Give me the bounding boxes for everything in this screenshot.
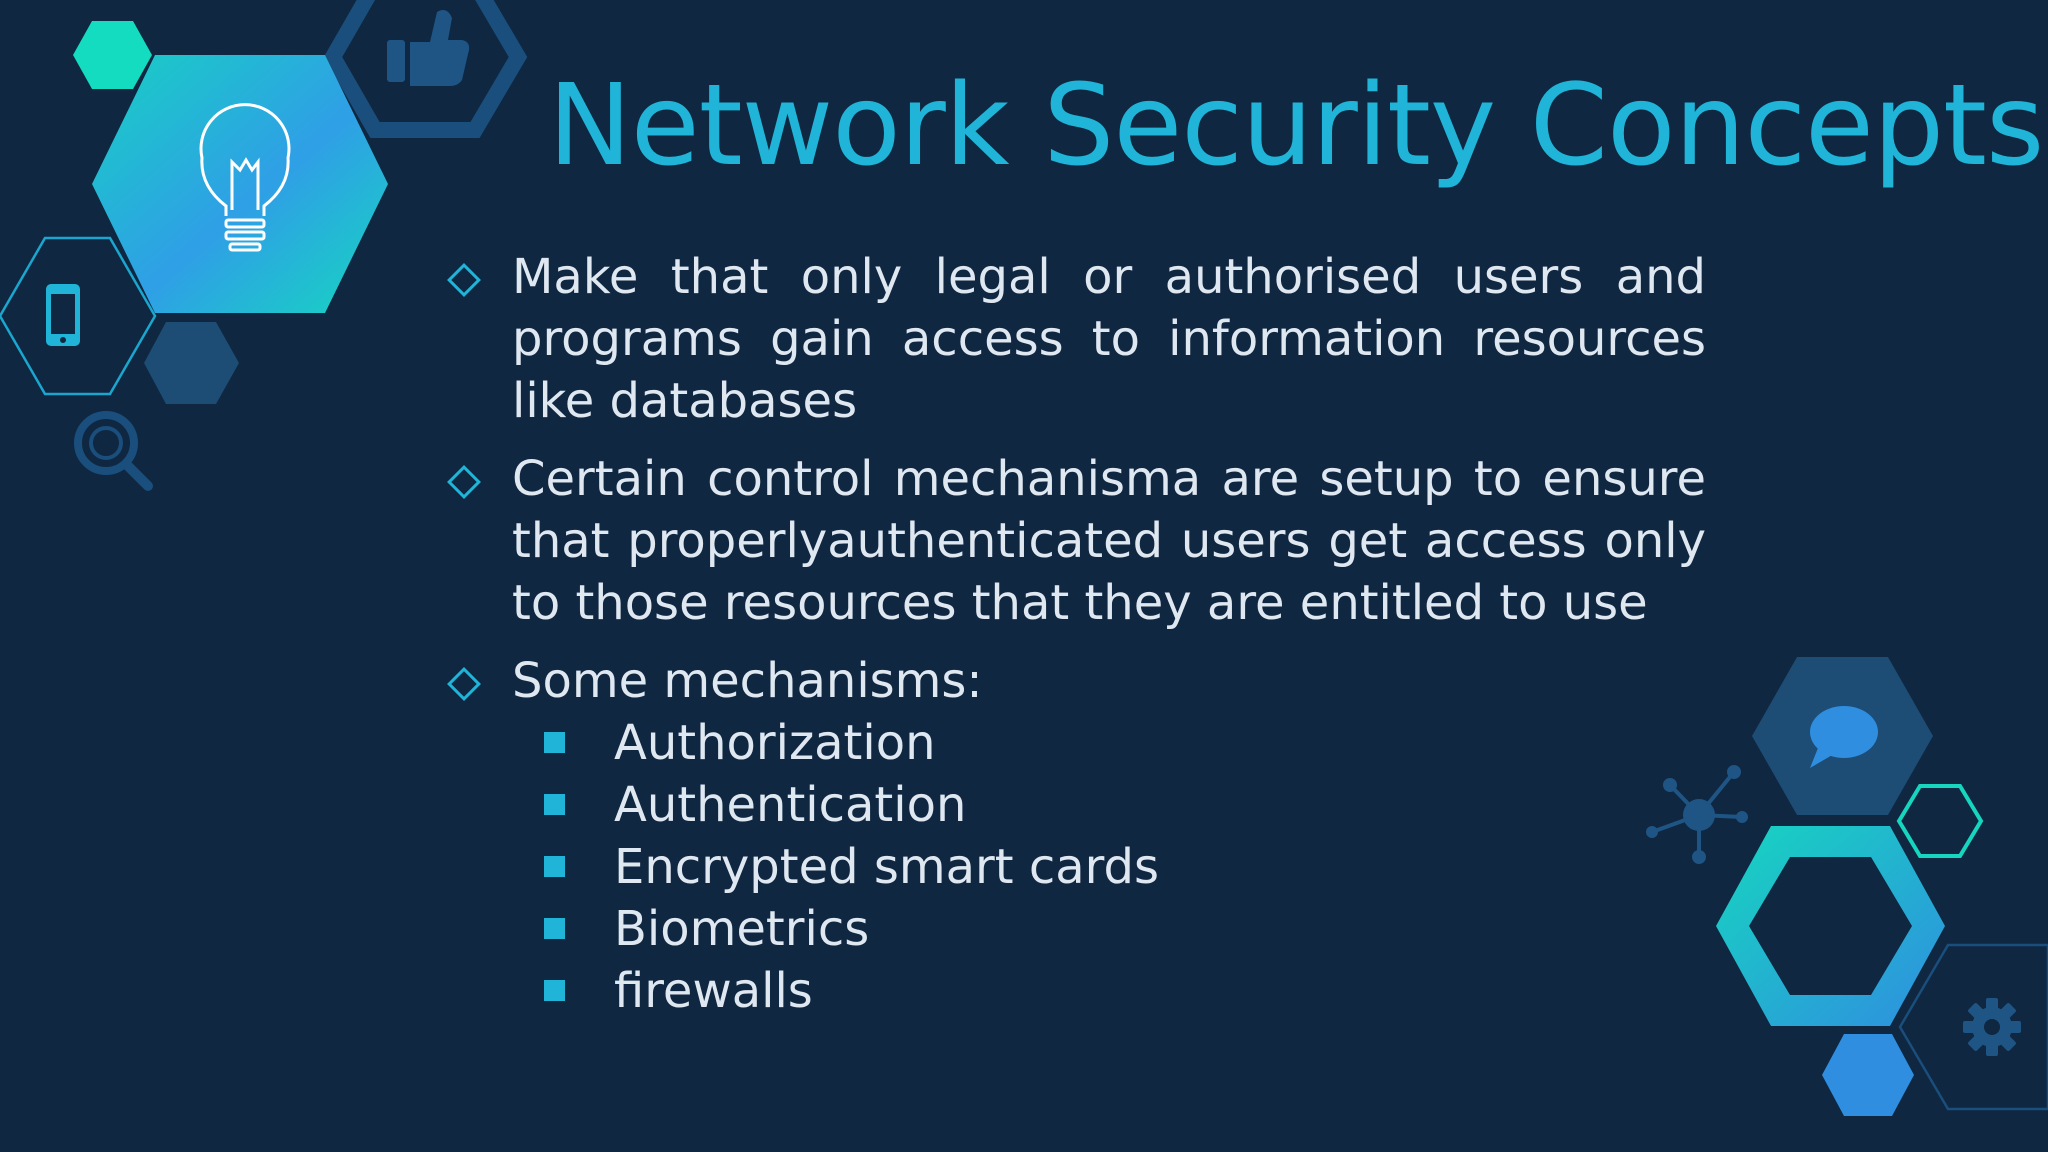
- diamond-bullet-icon: [447, 465, 481, 499]
- sub-list-item: Encrypted smart cards: [440, 836, 1706, 898]
- diamond-bullet-icon: [447, 263, 481, 297]
- smartphone-icon: [46, 284, 80, 346]
- bullet-item: Certain control mechanisma are setup to …: [440, 448, 1706, 634]
- thumbs-up-icon: [387, 10, 470, 86]
- bullet-item: Some mechanisms:: [440, 650, 1706, 712]
- bullet-text: Make that only legal or authorised users…: [512, 249, 1706, 429]
- sub-item-text: Encrypted smart cards: [614, 839, 1159, 895]
- sub-item-text: Authentication: [614, 777, 967, 833]
- sub-item-text: Authorization: [614, 715, 936, 771]
- sub-list-item: Biometrics: [440, 898, 1706, 960]
- square-bullet-icon: [544, 794, 565, 815]
- sub-list-item: Authentication: [440, 774, 1706, 836]
- hex-outline-thumb: [323, 0, 528, 138]
- square-bullet-icon: [544, 918, 565, 939]
- hex-blue-bottom: [1822, 1034, 1914, 1116]
- sub-item-text: Biometrics: [614, 901, 870, 957]
- chat-bubble-icon: [1810, 706, 1878, 768]
- gear-icon: [1963, 998, 2021, 1056]
- slide-body: Make that only legal or authorised users…: [440, 246, 1706, 1022]
- hex-ring: [1716, 826, 1945, 1026]
- hex-lightbulb: [92, 55, 388, 313]
- bullet-text: Certain control mechanisma are setup to …: [512, 451, 1706, 631]
- bullet-item: Make that only legal or authorised users…: [440, 246, 1706, 432]
- bullet-text: Some mechanisms:: [512, 653, 983, 709]
- hex-small-teal: [73, 21, 152, 89]
- diamond-bullet-icon: [447, 667, 481, 701]
- hex-outline-gear: [1898, 943, 2048, 1111]
- sub-list: Authorization Authentication Encrypted s…: [440, 712, 1706, 1022]
- hex-outline-phone: [0, 236, 157, 396]
- network-nodes-icon: [1646, 765, 1748, 864]
- sub-list-item: Authorization: [440, 712, 1706, 774]
- square-bullet-icon: [544, 980, 565, 1001]
- hex-outline-small-teal: [1896, 784, 1984, 858]
- sub-list-item: firewalls: [440, 960, 1706, 1022]
- sub-item-text: firewalls: [614, 963, 813, 1019]
- square-bullet-icon: [544, 732, 565, 753]
- slide-title: Network Security Concepts: [548, 61, 2044, 191]
- square-bullet-icon: [544, 856, 565, 877]
- magnifier-icon: [74, 411, 153, 491]
- hex-dark: [144, 322, 239, 404]
- lightbulb-icon: [199, 103, 291, 252]
